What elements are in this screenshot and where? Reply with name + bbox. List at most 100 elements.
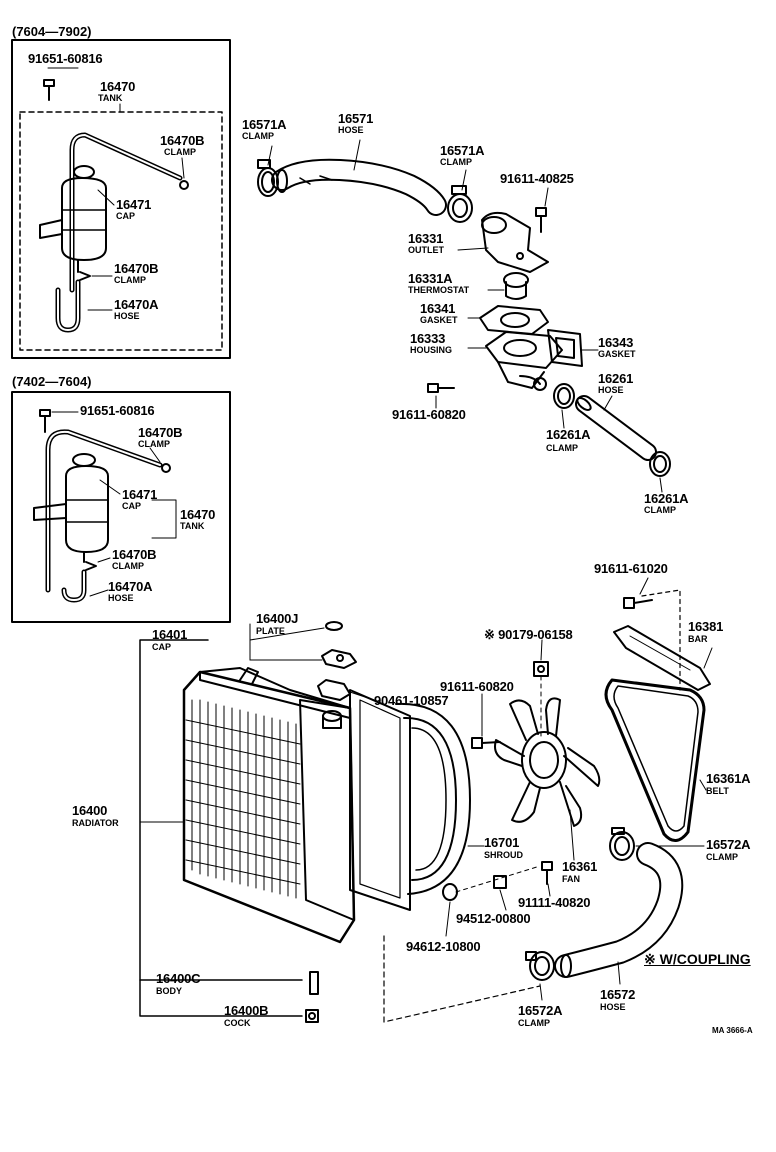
part-number: 16361A	[706, 771, 751, 786]
clamp-icon	[85, 561, 97, 571]
part-number: 16333	[410, 331, 446, 346]
part-number: 16470B	[138, 425, 183, 440]
part-number: 16341	[420, 301, 456, 316]
bolt-icon	[471, 737, 501, 749]
inset-title-bottom: (7402—7604)	[12, 374, 92, 389]
part-name: THERMOSTAT	[408, 285, 470, 295]
part-number: 94612-10800	[406, 939, 481, 954]
fan-icon	[494, 697, 601, 827]
part-number: 16571A	[440, 143, 485, 158]
part-number: 16381	[688, 619, 724, 634]
part-number: 16471	[116, 197, 152, 212]
part-name: CLAMP	[546, 443, 578, 453]
v-belt-icon	[604, 678, 706, 842]
part-number: 16261A	[644, 491, 689, 506]
part-name: HOSE	[108, 593, 134, 603]
part-name: CLAMP	[644, 505, 676, 515]
part-name: HOSE	[598, 385, 624, 395]
part-number: 16571A	[242, 117, 287, 132]
part-name: RADIATOR	[72, 818, 119, 828]
part-number: 16572	[600, 987, 636, 1002]
bolt-icon	[541, 861, 553, 885]
part-number: 16571	[338, 111, 374, 126]
part-name: CAP	[116, 211, 136, 221]
part-number: 16470A	[108, 579, 153, 594]
bracket-icon	[317, 679, 351, 701]
part-number: 91611-60820	[440, 679, 514, 694]
part-number: 91651-60816	[28, 51, 103, 66]
part-number: 16470B	[160, 133, 205, 148]
part-name: CLAMP	[440, 157, 472, 167]
part-name: FAN	[562, 874, 580, 884]
clamp-icon	[257, 159, 279, 197]
water-outlet-icon	[481, 211, 549, 273]
inset-title-top: (7604—7902)	[12, 24, 92, 39]
part-name: CLAMP	[114, 275, 146, 285]
part-number: 91651-60816	[80, 403, 155, 418]
nut-icon	[493, 875, 507, 889]
drain-cock-icon	[305, 1009, 319, 1023]
inset-box-bottom	[11, 391, 231, 623]
part-number: 16470	[180, 507, 216, 522]
clamp-icon	[447, 185, 473, 223]
part-number: ※ 90179-06158	[484, 627, 573, 642]
part-name: GASKET	[598, 349, 636, 359]
bypass-hose-icon	[575, 395, 657, 461]
part-number: 91611-40825	[500, 171, 574, 186]
lower-hose-icon	[554, 842, 684, 978]
part-number: 16470B	[112, 547, 157, 562]
part-number: 16331A	[408, 271, 453, 286]
part-name: PLATE	[256, 626, 285, 636]
part-name: CLAMP	[242, 131, 274, 141]
clamp-icon	[79, 271, 91, 281]
part-name: CLAMP	[706, 852, 738, 862]
adjusting-bar-icon	[613, 625, 711, 691]
part-name: CLAMP	[138, 439, 170, 449]
reserve-tank-icon	[33, 453, 109, 563]
part-number: 16401	[152, 627, 188, 642]
part-number: 16261	[598, 371, 634, 386]
part-name: CAP	[152, 642, 172, 652]
clamp-icon	[161, 463, 171, 473]
part-number: 91611-60820	[392, 407, 466, 422]
clamp-icon	[553, 383, 575, 409]
bolt-icon	[43, 79, 55, 101]
part-name: CLAMP	[164, 147, 196, 157]
inset-box-top	[11, 39, 231, 359]
reference-code: MA 3666-A	[712, 1026, 753, 1035]
clamp-icon	[525, 951, 555, 981]
washer-icon	[442, 883, 458, 901]
gasket-icon	[479, 305, 549, 335]
part-number: 16400	[72, 803, 108, 818]
part-name: TANK	[180, 521, 205, 531]
part-name: CLAMP	[518, 1018, 550, 1028]
part-name: CLAMP	[112, 561, 144, 571]
fan-shroud-icon	[349, 689, 471, 911]
part-number: 91611-61020	[594, 561, 668, 576]
part-name: HOSE	[600, 1002, 626, 1012]
part-number: 91111-40820	[518, 895, 591, 910]
bolt-icon	[535, 207, 547, 233]
part-name: SHROUD	[484, 850, 524, 860]
clamp-icon	[649, 451, 671, 477]
bolt-icon	[39, 409, 51, 433]
part-number: 90461-10857	[374, 693, 449, 708]
part-number: 16471	[122, 487, 158, 502]
thermostat-housing-icon	[485, 331, 563, 391]
part-number: 16470A	[114, 297, 159, 312]
part-name: BODY	[156, 986, 183, 996]
tank-assembly-box-top	[19, 111, 223, 351]
part-name: HOSE	[338, 125, 364, 135]
part-name: CAP	[122, 501, 142, 511]
part-number: 16361	[562, 859, 598, 874]
part-name: OUTLET	[408, 245, 444, 255]
part-name: GASKET	[420, 315, 458, 325]
part-number: 16343	[598, 335, 634, 350]
part-number: 16470	[100, 79, 136, 94]
part-number: 16701	[484, 835, 520, 850]
radiator-icon	[182, 667, 356, 944]
upper-hose-icon	[271, 158, 447, 216]
part-number: 16572A	[706, 837, 751, 852]
